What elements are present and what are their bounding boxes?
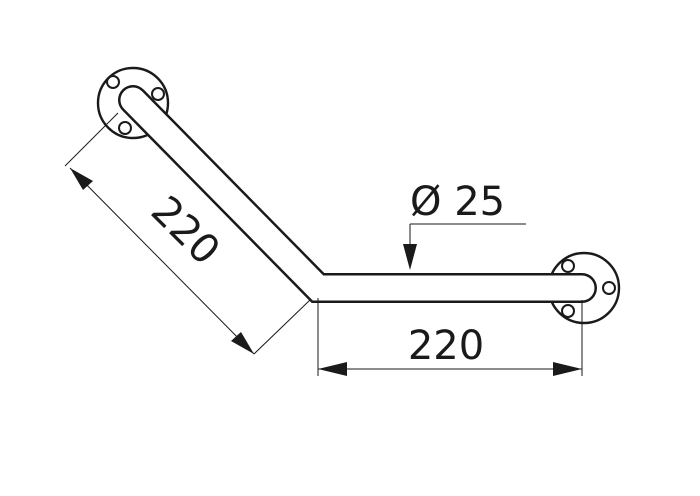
grab-bar-tube <box>118 85 597 303</box>
horizontal-dimension: 220 <box>317 298 583 376</box>
horizontal-length-label: 220 <box>408 323 484 369</box>
diameter-callout: Ø 25 <box>403 179 526 270</box>
diameter-label: Ø 25 <box>410 179 505 225</box>
left-flange <box>96 66 170 140</box>
